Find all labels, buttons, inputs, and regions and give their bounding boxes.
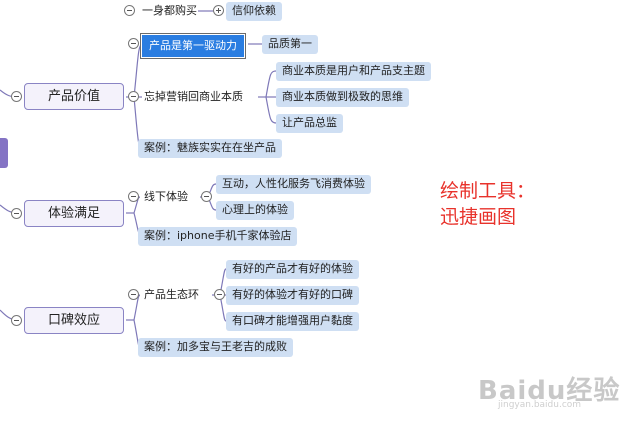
collapse-toggle-icon[interactable] [128, 38, 139, 49]
baidu-logo-watermark: Baidu经验 [478, 376, 621, 406]
collapse-toggle-icon[interactable] [11, 91, 22, 102]
topic-product-value[interactable]: 产品价值 [24, 83, 124, 110]
leaf-node[interactable]: 有口碑才能增强用户黏度 [226, 312, 359, 331]
branch-node-faith[interactable]: 信仰依赖 [226, 2, 282, 21]
leaf-node[interactable]: 心理上的体验 [216, 201, 294, 220]
branch-node[interactable]: 产品生态环 [144, 288, 199, 301]
collapse-toggle-icon[interactable] [201, 191, 212, 202]
topic-experience[interactable]: 体验满足 [24, 200, 124, 227]
watermark-line: 迅捷画图 [440, 206, 517, 228]
leaf-node[interactable]: 让产品总监 [276, 114, 343, 133]
leaf-node[interactable]: 商业本质做到极致的思维 [276, 88, 409, 107]
collapse-toggle-icon[interactable] [128, 289, 139, 300]
side-panel-tab[interactable] [0, 138, 8, 168]
leaf-node[interactable]: 互动，人性化服务飞消费体验 [216, 175, 371, 194]
case-node[interactable]: 案例：魅族实实在在坐产品 [138, 139, 282, 158]
leaf-node[interactable]: 品质第一 [262, 35, 318, 54]
tool-watermark: 绘制工具： 迅捷画图 [440, 178, 535, 230]
selected-node[interactable]: 产品是第一驱动力 [142, 35, 244, 57]
branch-node[interactable]: 线下体验 [144, 190, 188, 203]
collapse-toggle-icon[interactable] [11, 208, 22, 219]
case-node[interactable]: 案例：加多宝与王老吉的成败 [138, 338, 293, 357]
leaf-node[interactable]: 有好的体验才有好的口碑 [226, 286, 359, 305]
collapse-toggle-icon[interactable] [124, 5, 135, 16]
baidu-url-watermark: jingyan.baidu.com [498, 400, 582, 410]
collapse-toggle-icon[interactable] [128, 191, 139, 202]
branch-node[interactable]: 忘掉营销回商业本质 [144, 90, 243, 103]
case-node[interactable]: 案例：iphone手机千家体验店 [138, 227, 298, 246]
watermark-line: 绘制工具： [440, 180, 536, 202]
collapse-toggle-icon[interactable] [214, 289, 225, 300]
topic-word-of-mouth[interactable]: 口碑效应 [24, 307, 124, 334]
branch-node-buy[interactable]: 一身都购买 [142, 4, 197, 17]
leaf-node[interactable]: 商业本质是用户和产品支主题 [276, 62, 431, 81]
leaf-node[interactable]: 有好的产品才有好的体验 [226, 260, 359, 279]
collapse-toggle-icon[interactable] [128, 91, 139, 102]
expand-toggle-icon[interactable] [213, 5, 224, 16]
collapse-toggle-icon[interactable] [11, 315, 22, 326]
